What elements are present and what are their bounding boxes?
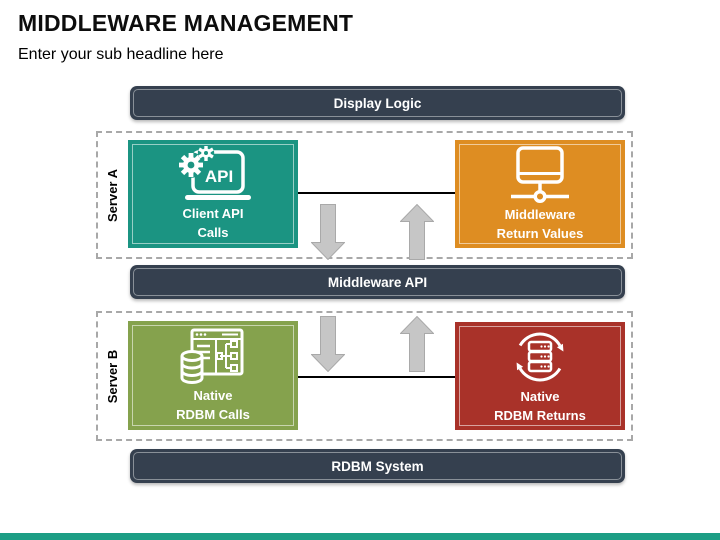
native-rdbm-returns-label-line2: RDBM Returns xyxy=(494,408,586,423)
display-logic-label: Display Logic xyxy=(333,95,422,111)
database-window-icon xyxy=(180,328,246,386)
middleware-api-label: Middleware API xyxy=(327,274,428,290)
server-b-label-wrap: Server B xyxy=(97,311,128,441)
rdbm-system-label: RDBM System xyxy=(331,458,424,474)
native-rdbm-returns-box: Native RDBM Returns xyxy=(455,322,625,430)
rdbm-system-bar: RDBM System xyxy=(130,449,625,483)
server-a-section xyxy=(96,131,633,259)
down-arrow-icon xyxy=(311,204,345,260)
up-arrow-icon xyxy=(400,204,434,260)
middleware-return-values-label-line2: Return Values xyxy=(496,226,584,241)
native-rdbm-returns-label-line1: Native xyxy=(520,389,560,405)
down-arrow-icon xyxy=(311,316,345,372)
page-title: MIDDLEWARE MANAGEMENT xyxy=(18,10,354,36)
middleware-return-values-label-line1: Middleware xyxy=(504,207,576,223)
api-laptop-icon: API xyxy=(175,146,251,204)
middleware-api-bar: Middleware API xyxy=(130,265,625,299)
client-api-calls-label-line1: Client API xyxy=(182,206,244,222)
up-arrow-icon xyxy=(400,316,434,372)
native-rdbm-calls-label-line2: RDBM Calls xyxy=(176,406,250,422)
client-api-calls-label-line2: Calls xyxy=(197,225,229,240)
server-a-connector-line xyxy=(298,192,455,194)
native-rdbm-calls-label-line1: Native xyxy=(193,387,233,403)
api-icon-text: API xyxy=(205,167,233,186)
server-b-connector-line xyxy=(298,376,455,378)
monitor-network-icon xyxy=(505,145,575,205)
client-api-calls-box: API xyxy=(128,140,298,248)
server-a-label: Server A xyxy=(105,168,120,222)
middleware-return-values-box: Middleware Return Values xyxy=(455,140,625,248)
display-logic-bar: Display Logic xyxy=(130,86,625,120)
server-refresh-icon xyxy=(508,327,572,387)
accent-strip xyxy=(0,533,720,540)
server-b-section xyxy=(96,311,633,441)
server-a-label-wrap: Server A xyxy=(97,131,128,259)
server-b-label: Server B xyxy=(105,349,121,403)
page-subtitle: Enter your sub headline here xyxy=(18,46,224,63)
native-rdbm-calls-box: Native RDBM Calls xyxy=(128,321,298,430)
